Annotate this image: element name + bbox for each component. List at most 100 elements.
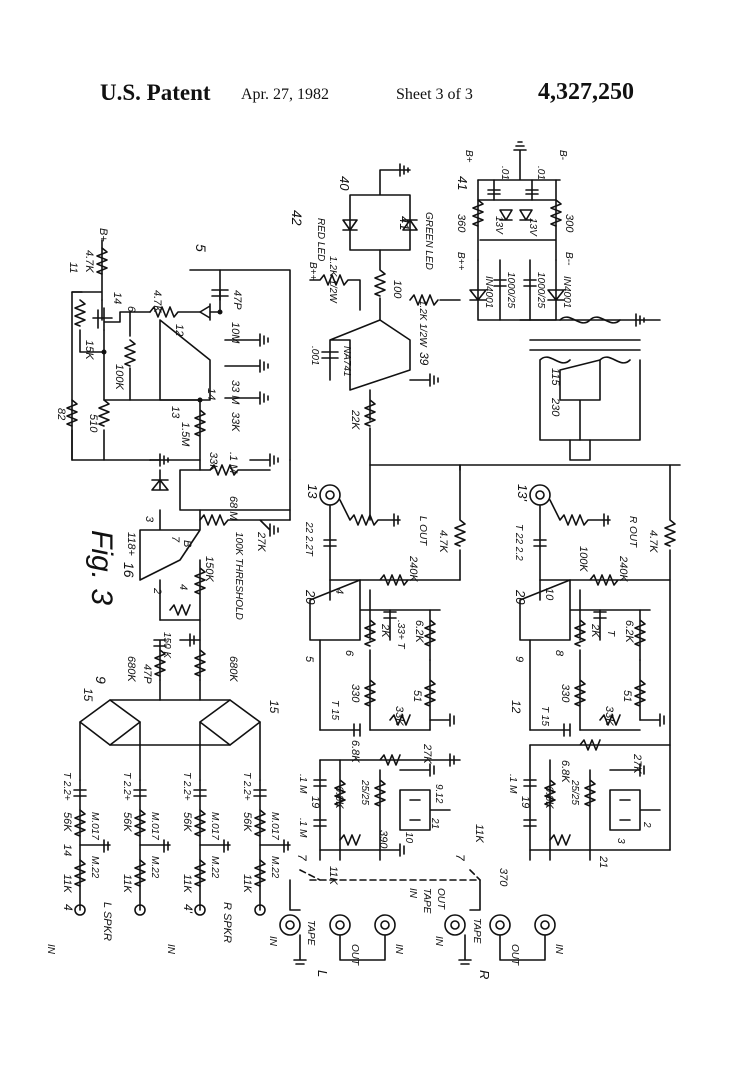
rch-pin10: 10 — [543, 588, 555, 601]
lch-n19: 19 — [309, 796, 321, 808]
rch-pin8: 8 — [553, 650, 565, 657]
psu-c3: 1000/25 — [505, 272, 516, 309]
in3-c3: M.22 — [209, 856, 220, 879]
in3-r2: 11K — [181, 874, 193, 893]
in3-label: R SPKR — [221, 902, 233, 943]
psu-d1: IN4001 — [483, 276, 494, 308]
rch-q3: 2 — [641, 821, 652, 828]
rch-r6: 51 — [621, 690, 633, 702]
amp12-block: 11 B+ 4.7K 6 14 15K 100K 4.7K 12 5 13 14… — [55, 228, 291, 467]
amp16-p5: 2 — [151, 587, 163, 594]
lch-amp: 20 — [303, 589, 318, 605]
jack-r-out: OUT — [509, 944, 520, 966]
rch-r10: 6.8K — [543, 786, 555, 809]
in4-c3: M.22 — [269, 856, 280, 879]
rch-c4: .1 M — [507, 774, 518, 794]
q14-s: 14 — [111, 292, 123, 304]
lch-ref: 13 — [305, 484, 320, 499]
rch-r7: 33K — [603, 706, 615, 726]
bridge-left-ref: 9 — [93, 676, 109, 684]
led-cap: .001 — [309, 346, 320, 365]
in3-name: IN — [165, 944, 176, 955]
psu-d2: IN4001 — [561, 276, 572, 308]
rch-r5: 330 — [559, 684, 571, 703]
lch-r6: 51 — [411, 690, 423, 702]
in1-r1: 56K — [61, 812, 73, 832]
lch-r10: 6.8K — [333, 786, 345, 809]
amp16-r3: 68 M — [227, 496, 239, 521]
bridge-right-n: 15 — [267, 700, 281, 714]
figure-label: Fig. 3 — [85, 530, 118, 605]
rch-out: R OUT — [627, 516, 638, 548]
jack-l-out: OUT — [349, 944, 360, 966]
jack-r-in: IN — [433, 936, 444, 947]
amp16-r2: 33K — [207, 452, 219, 472]
rch-c1: T 22 2.2 — [513, 524, 524, 561]
amp12-r2: 33 M — [229, 380, 241, 405]
amp16-p3: 7 — [169, 536, 181, 543]
psu-bpp: B++ — [455, 252, 466, 271]
amp16-p2: 118+ — [125, 532, 137, 557]
amp16-block: 16 3 118+ 7 B- 2 4 150K 33K .1 M 68 M 10… — [121, 452, 291, 701]
in1-node: 14 — [61, 844, 73, 856]
lch-r1: 240K — [407, 555, 419, 582]
led-red-n: 40 — [337, 176, 352, 191]
lch-out: L OUT — [417, 516, 428, 546]
power-supply: 41 B+ B- .01 .01 13V 13V 360 300 B++ B--… — [455, 141, 661, 461]
lch-r3: 2K — [379, 623, 391, 638]
led-green: GREEN LED — [423, 212, 434, 270]
lch-c3: T 15 — [329, 700, 340, 720]
led-green-n: 41 — [397, 216, 412, 230]
jack-r-label: R — [477, 970, 492, 979]
right-channel: 13' R OUT 100K T 22 2.2 20 10 240K 4.7K … — [453, 464, 676, 887]
rch-sw: 7 — [453, 854, 467, 862]
in1-r2: 11K — [61, 874, 73, 893]
amp12-r4: 1.5M — [179, 422, 191, 447]
in2-r1: 56K — [121, 812, 133, 832]
psu-r1: 360 — [455, 214, 467, 233]
in2-r2: 11K — [121, 874, 133, 893]
rch-r2: 4.7K — [647, 530, 659, 553]
in4-r2: 11K — [241, 874, 253, 893]
led-r4: 22K — [349, 409, 361, 430]
in4-c2: M.017 — [269, 812, 280, 840]
bridge-rectifiers: 9 15 15 — [79, 676, 281, 781]
amp16-cm: .1 M — [227, 452, 239, 474]
in1-label: L SPKR — [101, 902, 113, 941]
lch-pin4: 4 — [333, 588, 345, 594]
led-ic-n: 39 — [417, 352, 431, 366]
in3-cap: T 2.2+ — [181, 772, 192, 801]
q14-rdrain: 4.7K — [83, 250, 95, 273]
patent-date: Apr. 27, 1982 — [241, 86, 329, 103]
amp16-r6: 680K — [227, 656, 239, 682]
psu-c1: .01 — [499, 166, 510, 180]
lch-r7: 33K — [393, 706, 405, 726]
rch-r9: 27K — [631, 753, 643, 774]
lch-c4: .1 M — [297, 774, 308, 794]
psu-z2: 13V — [527, 218, 538, 237]
in2-c3: M.22 — [149, 856, 160, 879]
in3-r1: 56K — [181, 812, 193, 832]
lch-pin6: 6 — [343, 650, 355, 657]
rch-c2: T — [605, 630, 616, 637]
rch-r11: 370 — [497, 868, 509, 887]
rch-r4: 6.2K — [623, 620, 635, 643]
left-channel: 13 L OUT 22 2.2T 20 4 240K 4.7K 2K .33+ … — [295, 464, 466, 885]
lch-c1: 22 2.2T — [303, 521, 314, 557]
amp12-pin: 13 — [169, 406, 181, 419]
led-rail: B++ — [307, 262, 318, 281]
lch-q2: 10 — [403, 832, 414, 844]
in4-cap: T 2.2+ — [241, 772, 252, 801]
lch-c5: 25/25 — [359, 779, 370, 805]
patent-label: U.S. Patent — [100, 80, 211, 105]
rch-c3: T 15 — [539, 706, 550, 726]
q14-rsrc: 100K — [113, 364, 125, 390]
switch-in: IN — [407, 888, 418, 899]
psu-v1: 230 — [549, 397, 561, 417]
in1-term: 4 — [61, 904, 75, 911]
psu-v2: 115 — [549, 368, 561, 386]
amp12-r3: 33K — [229, 412, 241, 432]
in1-name: IN — [45, 944, 56, 955]
led-r3: 1.2K 1/2W — [417, 300, 428, 348]
